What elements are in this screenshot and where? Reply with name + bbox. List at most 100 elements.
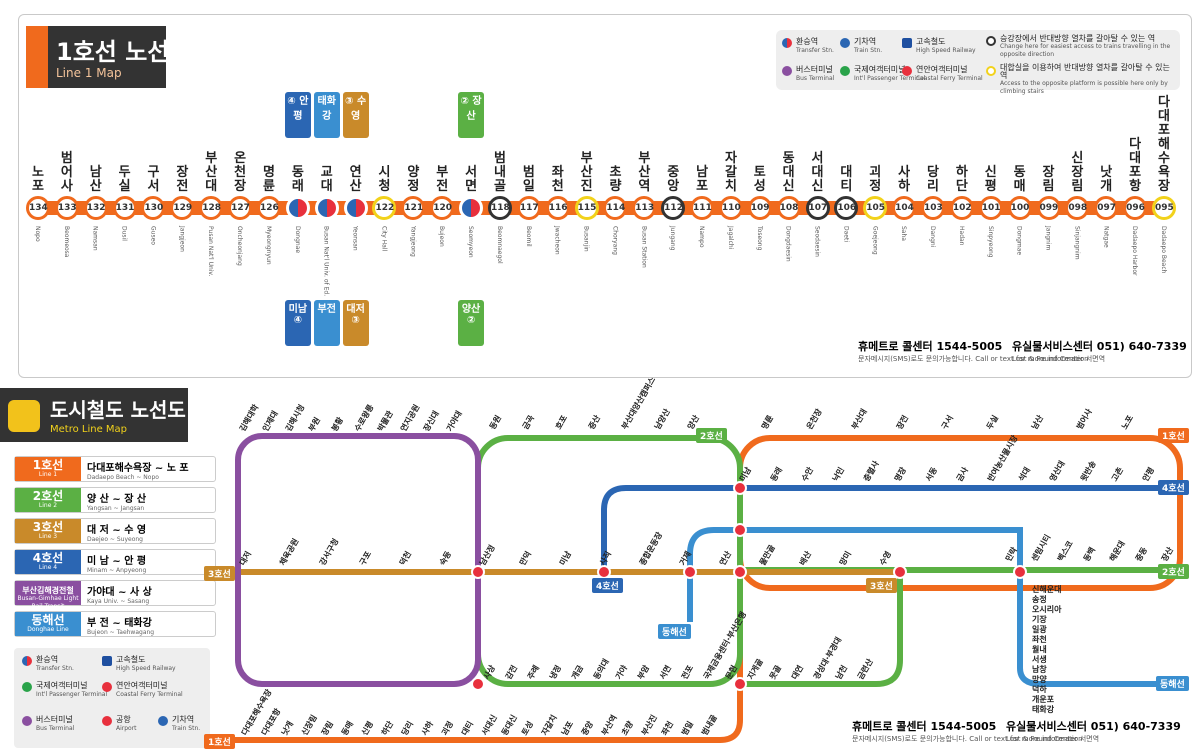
station-marker[interactable]: 134 [26, 196, 50, 220]
line1-subtitle: Line 1 Map [56, 66, 122, 80]
route-endpoints-label: 대 저 ~ 수 영 [87, 525, 147, 536]
station-marker[interactable]: 111 [690, 196, 715, 220]
station-marker[interactable] [285, 196, 310, 220]
station-name: 장림 [1042, 165, 1055, 194]
station-name: 범어사 [60, 151, 73, 194]
transfer-station-marker[interactable] [471, 565, 485, 579]
station-marker[interactable]: 112 [661, 196, 686, 220]
station-name-en: Busanjin [582, 226, 590, 252]
route-tag-label: 2호선 [32, 489, 64, 503]
station-name: 동래 [291, 165, 304, 194]
station-marker[interactable]: 118 [487, 196, 512, 220]
station-marker[interactable]: 126 [256, 196, 281, 220]
line1-station-label: 중앙 [579, 719, 595, 737]
station-marker[interactable]: 096 [1123, 196, 1148, 220]
line1-station-label: 두실 [984, 413, 1000, 431]
transfer-station-marker[interactable] [733, 481, 747, 495]
transfer-station-marker[interactable] [1013, 565, 1027, 579]
legend-coastal-en: Coastal Ferry Terminal [916, 75, 983, 82]
station-name: 좌천 [551, 165, 564, 194]
station-marker[interactable] [459, 196, 484, 220]
transfer-station-marker[interactable] [471, 677, 485, 691]
station-marker[interactable]: 127 [228, 196, 253, 220]
station-marker[interactable]: 121 [401, 196, 426, 220]
station-marker[interactable]: 115 [574, 196, 599, 220]
mlegend-bus-label: 버스터미널 [36, 715, 73, 724]
station-marker[interactable]: 133 [54, 196, 79, 220]
transfer-station-marker[interactable] [733, 565, 747, 579]
bus-icon [22, 716, 32, 726]
mlegend-bus-en: Bus Terminal [36, 725, 75, 732]
station-marker[interactable]: 117 [516, 196, 541, 220]
station-marker[interactable]: 132 [83, 196, 108, 220]
station-marker[interactable]: 128 [199, 196, 224, 220]
line1-station-label: 낫개 [279, 719, 295, 737]
route-tag-label: 동해선 [31, 613, 65, 627]
intl-terminal-icon [22, 682, 32, 692]
station-marker[interactable]: 105 [863, 196, 888, 220]
line2-lower-path [740, 570, 903, 687]
lostfound-info: 유실물서비스센터 051) 640-7339 Lost & Found Cent… [1012, 338, 1187, 364]
line2-station-label: 호포 [553, 413, 569, 431]
station-marker[interactable]: 104 [892, 196, 917, 220]
station-name-en: Dongmae [1015, 226, 1023, 256]
station-name-en: Yangjeong [409, 226, 417, 257]
station-marker[interactable]: 103 [921, 196, 946, 220]
station-name: 중앙 [667, 165, 680, 194]
station-marker[interactable]: 099 [1036, 196, 1061, 220]
station-marker[interactable]: 098 [1065, 196, 1090, 220]
donghae-station-label: 개운포 [1032, 694, 1055, 704]
direction-arrow-up: ② 장산 [458, 92, 485, 138]
station-marker[interactable]: 107 [805, 196, 830, 220]
transfer-station-marker[interactable] [683, 565, 697, 579]
route-tag-label: 부산김해경전철 [22, 586, 74, 595]
station-marker[interactable]: 122 [372, 196, 397, 220]
lightrail-station-label: 김해시청 [283, 402, 306, 433]
station-marker[interactable]: 114 [603, 196, 628, 220]
station-marker[interactable]: 120 [430, 196, 455, 220]
coastal-terminal-icon [902, 66, 912, 76]
station-marker[interactable]: 108 [776, 196, 801, 220]
line3-station-label: 숙등 [437, 549, 453, 567]
station-marker[interactable]: 100 [1007, 196, 1032, 220]
lostfound-en: Lost & Found Center 서면역 [1012, 355, 1106, 363]
station-marker[interactable]: 113 [632, 196, 657, 220]
transfer-station-marker[interactable] [733, 677, 747, 691]
station-marker[interactable]: 101 [978, 196, 1003, 220]
donghae-station-label: 망양 [1032, 674, 1047, 684]
station-marker[interactable]: 116 [545, 196, 570, 220]
route-tag-en: Busan-Gimhae Light Rail Transit [17, 595, 79, 610]
route-tag-en: Line 2 [38, 502, 58, 509]
station-marker[interactable]: 131 [112, 196, 137, 220]
line1-station-label: 사하 [419, 719, 435, 737]
station-marker[interactable]: 110 [718, 196, 743, 220]
station-name-en: Nampo [698, 226, 706, 248]
station-marker[interactable]: 106 [834, 196, 859, 220]
station-marker[interactable] [343, 196, 368, 220]
station-marker[interactable]: 102 [949, 196, 974, 220]
station-marker[interactable]: 130 [141, 196, 166, 220]
station-marker[interactable]: 095 [1152, 196, 1176, 220]
station-name-en: Sinpyeong [986, 226, 994, 258]
station-marker[interactable]: 097 [1094, 196, 1119, 220]
station-marker[interactable]: 129 [170, 196, 195, 220]
line-tag-badge: 2호선 [1158, 564, 1189, 579]
station-marker[interactable]: 109 [747, 196, 772, 220]
line3-station-label: 연산 [717, 549, 733, 567]
line2-station-label: 개금 [569, 663, 585, 681]
line2-station-label: 주례 [525, 663, 541, 681]
lightrail-station-label: 연지공원 [398, 402, 421, 433]
station-marker[interactable] [314, 196, 339, 220]
line3-station-label: 만덕 [517, 549, 533, 567]
transfer-station-marker[interactable] [893, 565, 907, 579]
transfer-station-marker[interactable] [597, 565, 611, 579]
transfer-station-marker[interactable] [733, 523, 747, 537]
